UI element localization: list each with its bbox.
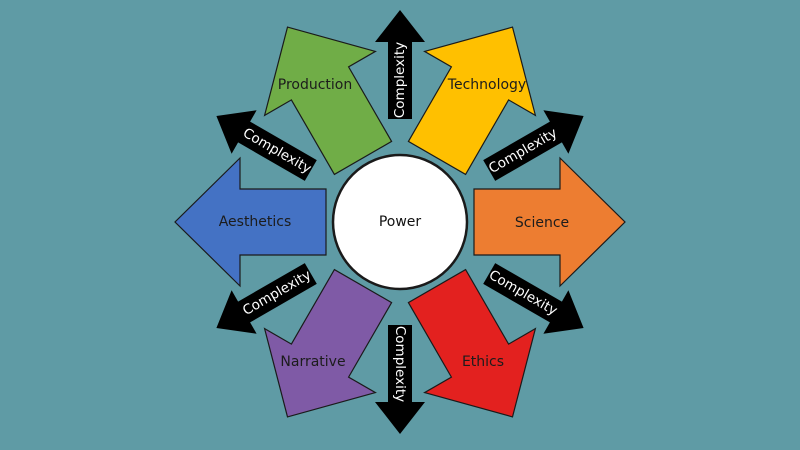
label-narrative: Narrative [280, 354, 345, 370]
complexity-arrow [483, 110, 584, 181]
power-label: Power [379, 214, 422, 230]
complexity-arrow [375, 325, 425, 434]
complexity-arrow [216, 263, 317, 334]
label-ethics: Ethics [462, 354, 504, 370]
complexity-arrow [483, 263, 584, 334]
arrow-ethics [407, 268, 537, 418]
complexity-arrow [375, 10, 425, 119]
complexity-label: Complexity [240, 125, 314, 177]
complexity-label: Complexity [486, 125, 560, 177]
arrow-science [473, 156, 626, 288]
complexity-label: Complexity [486, 267, 560, 319]
arrow-aesthetics [174, 156, 327, 288]
label-science: Science [515, 215, 569, 231]
label-production: Production [278, 77, 352, 93]
label-aesthetics: Aesthetics [219, 214, 292, 230]
arrow-narrative [263, 268, 393, 418]
arrow-technology [407, 26, 537, 176]
complexity-label: Complexity [392, 326, 408, 402]
arrow-production [263, 26, 393, 176]
power-circle [331, 153, 469, 291]
label-technology: Technology [447, 77, 526, 93]
complexity-label: Complexity [392, 42, 408, 118]
complexity-arrow [216, 110, 317, 181]
complexity-label: Complexity [240, 267, 314, 319]
